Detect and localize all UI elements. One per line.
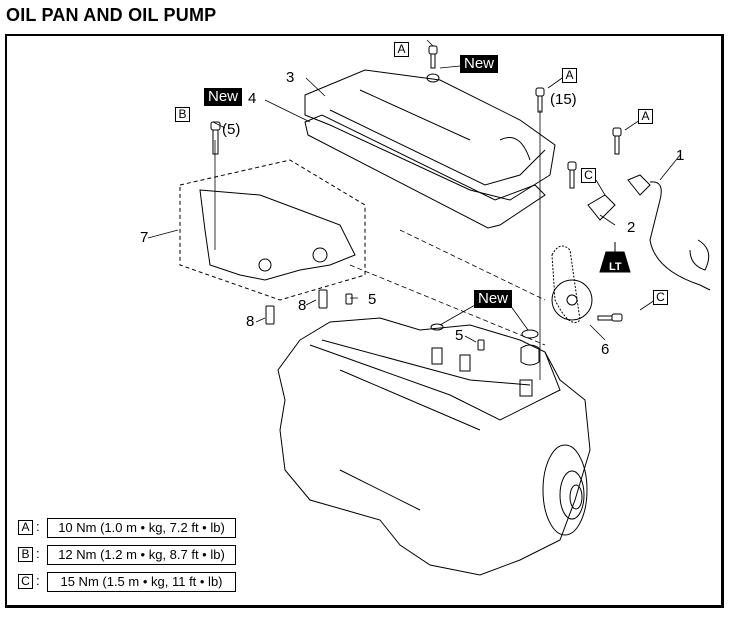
torque-ref-b-pump: B bbox=[175, 107, 190, 122]
callout-7: 7 bbox=[140, 229, 149, 246]
callout-2: 2 bbox=[627, 219, 636, 236]
torque-value: 12 Nm (1.2 m • kg, 8.7 ft • lb) bbox=[47, 545, 236, 565]
torque-value: 15 Nm (1.5 m • kg, 11 ft • lb) bbox=[47, 572, 236, 592]
torque-ref-c-switch: C bbox=[581, 168, 596, 183]
bolts bbox=[210, 45, 623, 322]
bolt-qty-a-right: (15) bbox=[550, 91, 577, 108]
callout-5-upper: 5 bbox=[368, 291, 377, 308]
callout-6: 6 bbox=[601, 341, 610, 358]
torque-colon: : bbox=[36, 546, 40, 561]
torque-letter: C bbox=[18, 574, 33, 589]
engine-block bbox=[277, 317, 591, 576]
new-tag-washer: New bbox=[460, 55, 499, 73]
page-title: OIL PAN AND OIL PUMP bbox=[6, 5, 217, 25]
torque-colon: : bbox=[36, 519, 40, 534]
diagram-frame bbox=[5, 34, 724, 608]
torque-value: 10 Nm (1.0 m • kg, 7.2 ft • lb) bbox=[47, 518, 236, 538]
oil-pump-chain-sprocket bbox=[551, 245, 593, 323]
torque-ref-a-top: A bbox=[394, 42, 409, 57]
dowels-and-orings bbox=[265, 289, 540, 366]
callout-8-right: 8 bbox=[298, 297, 307, 314]
torque-letter: B bbox=[18, 547, 33, 562]
sealant-lt-label: LT bbox=[609, 261, 622, 273]
torque-ref-a-far-right: A bbox=[638, 109, 653, 124]
callout-8-left: 8 bbox=[246, 313, 255, 330]
torque-ref-c-sprocket: C bbox=[653, 290, 668, 305]
torque-colon: : bbox=[36, 573, 40, 588]
oil-pressure-switch bbox=[587, 174, 711, 291]
head-cover-gasket bbox=[304, 114, 546, 229]
callout-4: 4 bbox=[248, 90, 257, 107]
cylinder-head-cover bbox=[304, 69, 556, 201]
bolt-qty-b-pump: (5) bbox=[222, 121, 241, 138]
callout-1: 1 bbox=[676, 147, 685, 164]
oil-pump-assembly bbox=[179, 159, 366, 301]
torque-ref-a-right: A bbox=[562, 68, 577, 83]
callout-3: 3 bbox=[286, 69, 295, 86]
torque-letter: A bbox=[18, 520, 33, 535]
new-tag-gasket: New bbox=[204, 88, 243, 106]
new-tag-oring: New bbox=[474, 290, 513, 308]
callout-5-lower: 5 bbox=[455, 327, 464, 344]
